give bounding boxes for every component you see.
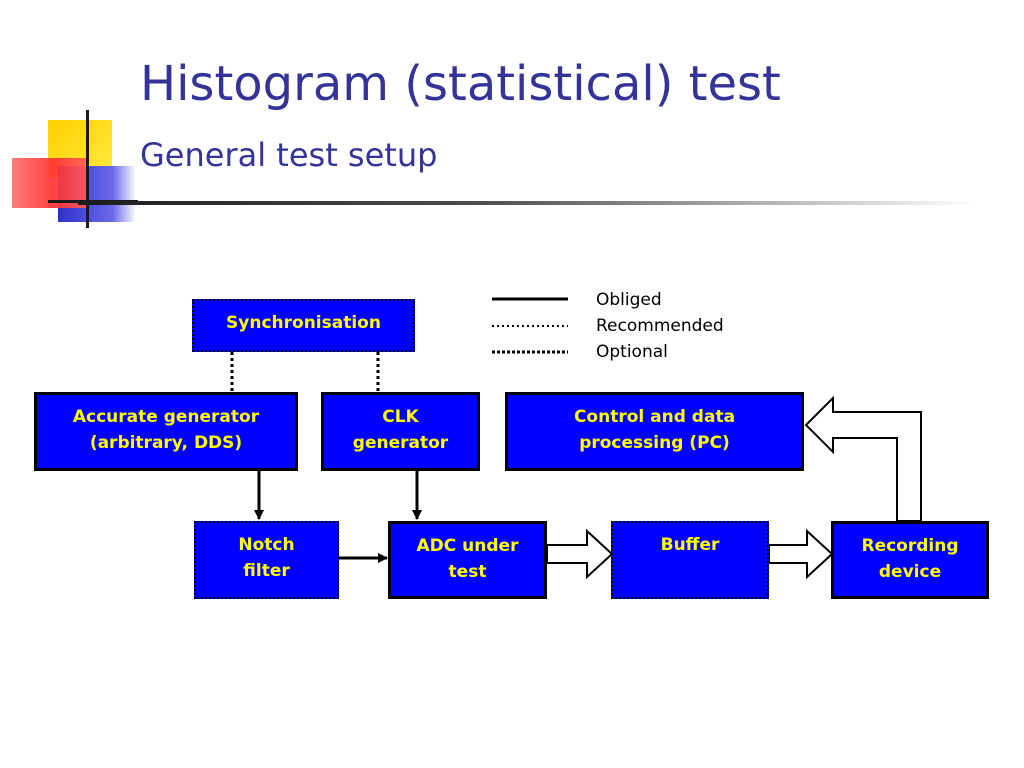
block-adc-under-test-line-2: test [448, 561, 487, 582]
slide-logo [0, 100, 140, 230]
buffer-to-recording-bus-arrow [768, 528, 834, 580]
block-accurate-generator-line-1: Accurate generator [72, 407, 260, 427]
block-control-processing: Control and data processing (PC) [505, 392, 804, 471]
block-notch-filter-line-1: Notch [238, 535, 295, 555]
block-accurate-generator-line-2: (arbitrary, DDS) [89, 432, 243, 453]
block-notch-filter-line-2: filter [243, 560, 290, 581]
block-accurate-generator: Accurate generator (arbitrary, DDS) [34, 392, 298, 471]
block-adc-under-test-line-1: ADC under [416, 536, 519, 556]
adc-to-buffer-bus-arrow [546, 528, 614, 580]
block-control-processing-line-2: processing (PC) [579, 432, 730, 453]
block-recording-device-line-2: device [878, 561, 942, 582]
block-control-processing-line-1: Control and data [573, 407, 736, 427]
block-adc-under-test: ADC under test [388, 521, 547, 599]
block-synchronisation: Synchronisation [192, 299, 415, 352]
legend-label-obliged: Obliged [596, 290, 662, 310]
block-synchronisation-label: Synchronisation [226, 313, 381, 333]
block-buffer: Buffer [611, 521, 769, 599]
block-clk-generator-line-2: generator [352, 432, 449, 453]
block-buffer-label: Buffer [660, 535, 720, 555]
slide-title: Histogram (statistical) test [140, 56, 781, 112]
block-recording-device: Recording device [831, 521, 989, 599]
block-notch-filter: Notch filter [194, 521, 339, 599]
logo-red-square [12, 158, 86, 208]
slide-subtitle: General test setup [140, 136, 438, 174]
block-recording-device-line-1: Recording [861, 536, 959, 556]
legend-label-recommended: Recommended [596, 316, 724, 336]
block-clk-generator-line-1: CLK [382, 407, 419, 427]
logo-vertical-line [86, 110, 89, 228]
recording-to-control-bus-arrow [804, 395, 922, 522]
block-clk-generator: CLK generator [321, 392, 480, 471]
legend-label-optional: Optional [596, 342, 668, 362]
title-divider [78, 201, 978, 205]
